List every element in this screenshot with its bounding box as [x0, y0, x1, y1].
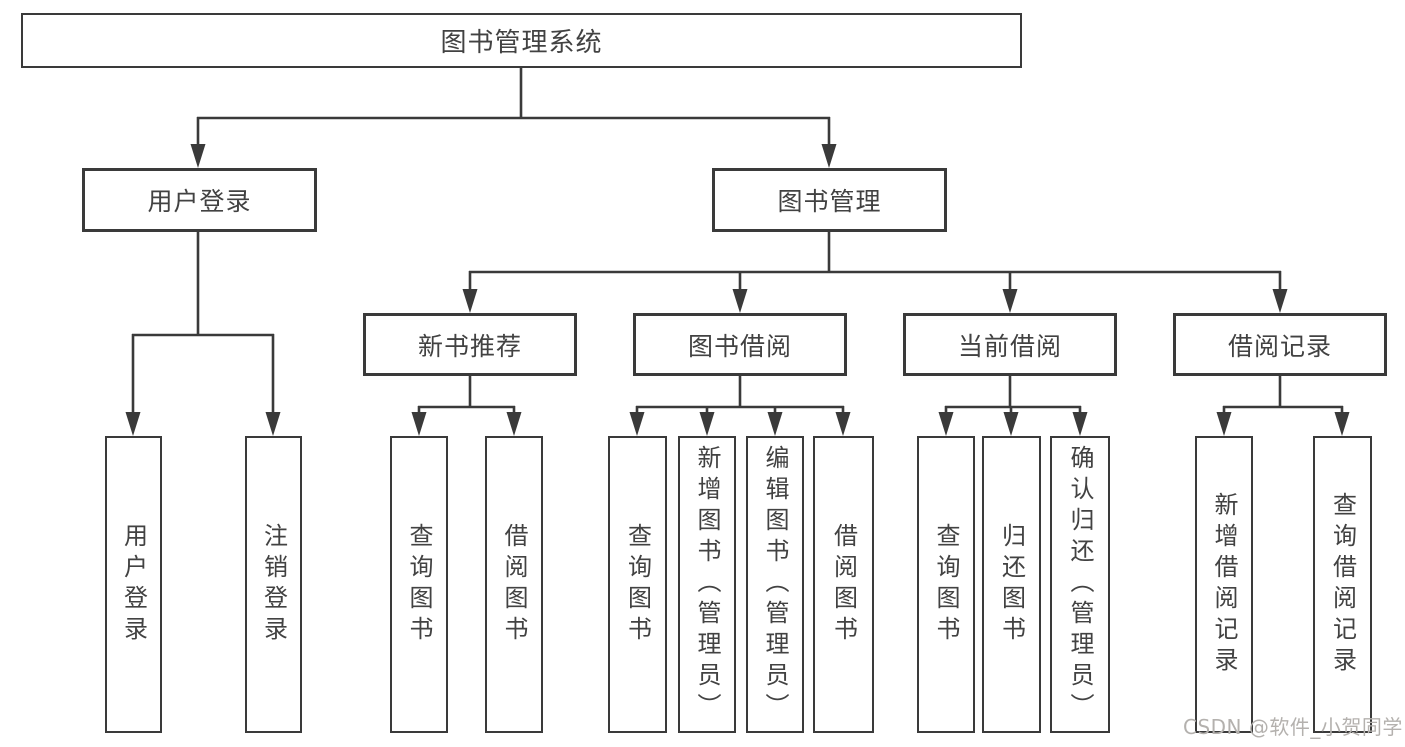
leaf-current-query: 查询图书	[917, 436, 975, 733]
leaf-records-query: 查询借阅记录	[1313, 436, 1372, 733]
leaf-borrow-borrow: 借阅图书	[813, 436, 874, 733]
leaf-current-confirm-admin-label: 确认归还（管理员）	[1066, 445, 1094, 724]
connector-records-to-leaves	[1216, 376, 1350, 436]
node-new-book-recommend: 新书推荐	[363, 313, 577, 376]
node-book-management: 图书管理	[712, 168, 947, 232]
node-new-book-recommend-label: 新书推荐	[417, 331, 522, 361]
leaf-newbooks-query-label: 查询图书	[405, 522, 433, 647]
leaf-records-add-label: 新增借阅记录	[1210, 491, 1238, 678]
node-book-borrow: 图书借阅	[633, 313, 847, 376]
leaf-borrow-edit-admin-label: 编辑图书（管理员）	[761, 445, 789, 724]
node-book-management-label: 图书管理	[777, 187, 882, 216]
leaf-borrow-query-label: 查询图书	[623, 522, 652, 647]
leaf-current-return-label: 归还图书	[997, 522, 1026, 647]
leaf-newbooks-borrow: 借阅图书	[485, 436, 543, 733]
leaf-current-confirm-admin: 确认归还（管理员）	[1050, 436, 1110, 733]
leaf-records-add: 新增借阅记录	[1195, 436, 1253, 733]
leaf-newbooks-query: 查询图书	[390, 436, 448, 733]
leaf-borrow-edit-admin: 编辑图书（管理员）	[746, 436, 804, 733]
leaf-records-query-label: 查询借阅记录	[1328, 491, 1357, 678]
connector-current-to-leaves	[938, 376, 1088, 436]
leaf-current-return: 归还图书	[982, 436, 1041, 733]
leaf-borrow-query: 查询图书	[608, 436, 667, 733]
leaf-user-login: 用户登录	[105, 436, 162, 733]
csdn-watermark: CSDN @软件_小贺同学	[1183, 715, 1403, 739]
leaf-logout: 注销登录	[245, 436, 302, 733]
node-user-login-label: 用户登录	[147, 187, 252, 216]
node-root-label: 图书管理系统	[440, 28, 603, 58]
node-borrow-records: 借阅记录	[1173, 313, 1387, 376]
connector-userlogin-to-leaves	[125, 232, 281, 436]
leaf-borrow-add-admin-label: 新增图书（管理员）	[693, 445, 721, 724]
connector-bookmgmt-to-level2	[462, 232, 1288, 313]
leaf-borrow-borrow-label: 借阅图书	[829, 522, 858, 647]
node-user-login: 用户登录	[82, 168, 317, 232]
node-borrow-records-label: 借阅记录	[1227, 331, 1332, 361]
leaf-borrow-add-admin: 新增图书（管理员）	[678, 436, 736, 733]
node-book-borrow-label: 图书借阅	[687, 331, 792, 361]
node-root: 图书管理系统	[21, 13, 1022, 68]
leaf-current-query-label: 查询图书	[932, 522, 960, 647]
leaf-newbooks-borrow-label: 借阅图书	[500, 522, 528, 647]
connector-borrow-to-leaves	[629, 376, 851, 436]
connector-newbooks-to-leaves	[411, 376, 522, 436]
connector-root-to-level1	[190, 68, 837, 168]
node-current-borrow: 当前借阅	[903, 313, 1117, 376]
node-current-borrow-label: 当前借阅	[957, 331, 1062, 361]
leaf-logout-label: 注销登录	[259, 522, 288, 647]
leaf-user-login-label: 用户登录	[119, 522, 148, 647]
